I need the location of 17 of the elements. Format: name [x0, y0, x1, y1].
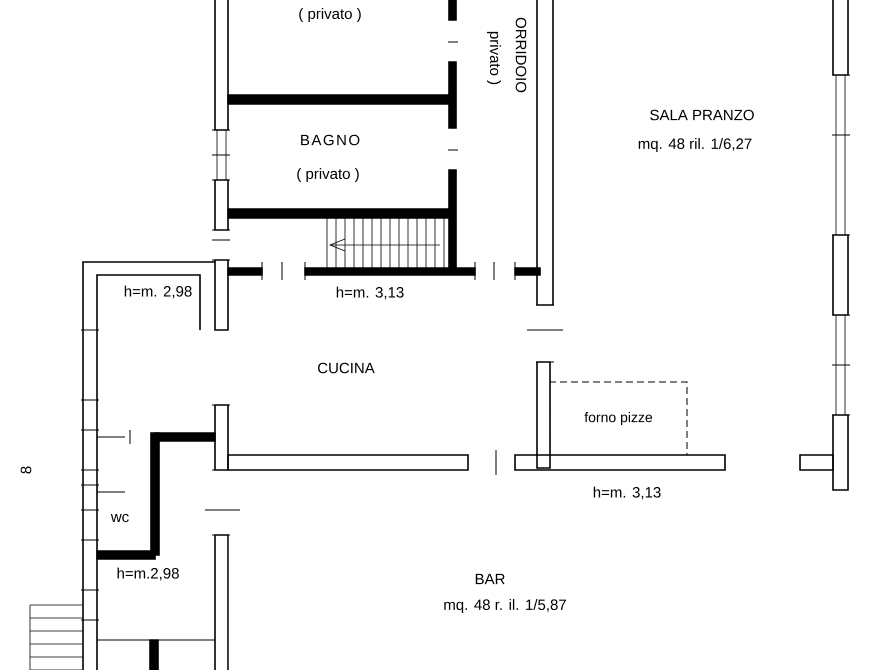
room-label: wc — [110, 514, 129, 522]
area-label: mq. 48 ril. 1/6,27 — [638, 138, 752, 152]
room-label: privato ) — [487, 32, 501, 84]
oven-area: forno pizze — [550, 382, 688, 456]
room-label: SALA PRANZO — [650, 110, 754, 120]
number-label: 8 — [20, 466, 32, 474]
height-label: h=m. 2,98 — [124, 286, 192, 298]
room-label: CUCINA — [318, 362, 375, 374]
room-label: ORRIDOIO — [516, 18, 526, 92]
room-label: BAGNO — [301, 134, 360, 146]
room-label: ( privato ) — [297, 168, 359, 182]
room-label: BAR — [476, 574, 505, 584]
room-label: ( privato ) — [299, 8, 361, 22]
height-label: h=m. 3,13 — [594, 486, 661, 500]
height-label: h=m. 3,13 — [336, 286, 404, 300]
area-label: mq. 48 r. il. 1/5,87 — [444, 599, 566, 613]
height-label: h=m.2,98 — [118, 568, 179, 580]
